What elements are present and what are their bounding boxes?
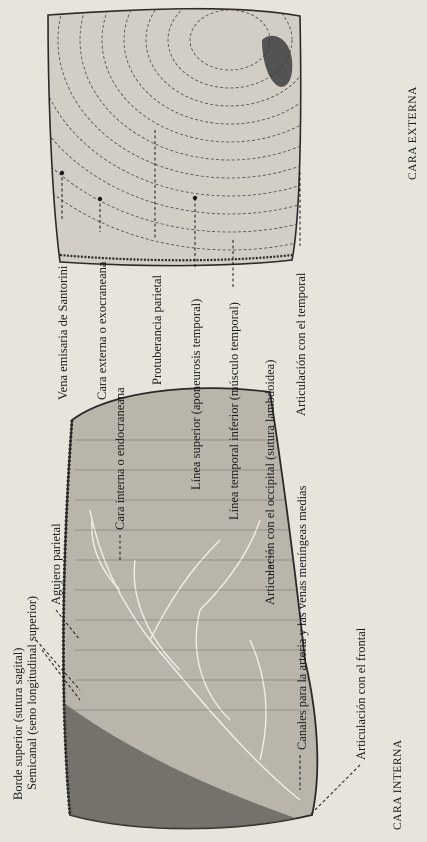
label-semicanal: Semicanal (seno longitudinal superior) <box>26 596 39 790</box>
label-parietal-eminence: Protuberancia parietal <box>151 275 164 385</box>
label-santorini-vein: Vena emisaria de Santorini <box>57 266 70 400</box>
label-frontal-articulation: Articulación con el frontal <box>355 628 368 760</box>
external-face-bone <box>0 0 427 266</box>
caption-internal-face: CARA INTERNA <box>393 739 405 830</box>
label-external-surface: Cara externa o exocraneana <box>96 262 109 400</box>
label-superior-temporal-line: Línea superior (aponeurosis temporal) <box>190 299 203 490</box>
label-occipital-articulation: Articulación con el occipital (sutura la… <box>264 360 277 605</box>
label-superior-border: Borde superior (sutura sagital) <box>12 648 25 800</box>
caption-external-face: CARA EXTERNA <box>408 86 420 180</box>
label-internal-surface: Cara interna o endocraneana <box>114 387 127 530</box>
label-meningeal-canals: Canales para la arteria y las venas mení… <box>296 486 309 750</box>
label-inferior-temporal-line: Línea temporal inferior (músculo tempora… <box>228 302 241 520</box>
label-parietal-foramen: Agujero parietal <box>50 523 63 605</box>
label-temporal-articulation: Articulación con el temporal <box>295 273 308 416</box>
